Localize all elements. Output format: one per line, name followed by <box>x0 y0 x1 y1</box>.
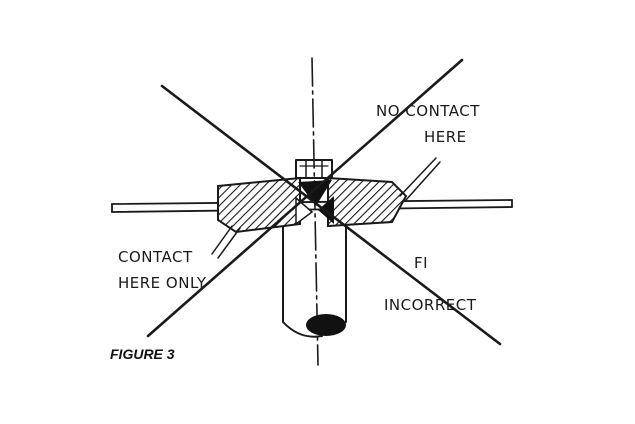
label-no-contact-1: NO CONTACT <box>376 102 480 120</box>
label-fi: FI <box>414 254 428 272</box>
label-incorrect: INCORRECT <box>384 296 477 314</box>
shank-end-dark <box>306 314 346 336</box>
label-contact-2: HERE ONLY <box>118 274 207 292</box>
label-no-contact-2: HERE <box>424 128 467 146</box>
nut-body <box>217 159 408 234</box>
center-axis-line <box>311 57 319 366</box>
cross-out-x <box>146 58 502 346</box>
figure-caption: FIGURE 3 <box>110 346 175 362</box>
bolt-shank <box>282 223 347 338</box>
leader-lines <box>211 157 441 259</box>
label-contact-1: CONTACT <box>118 248 193 266</box>
